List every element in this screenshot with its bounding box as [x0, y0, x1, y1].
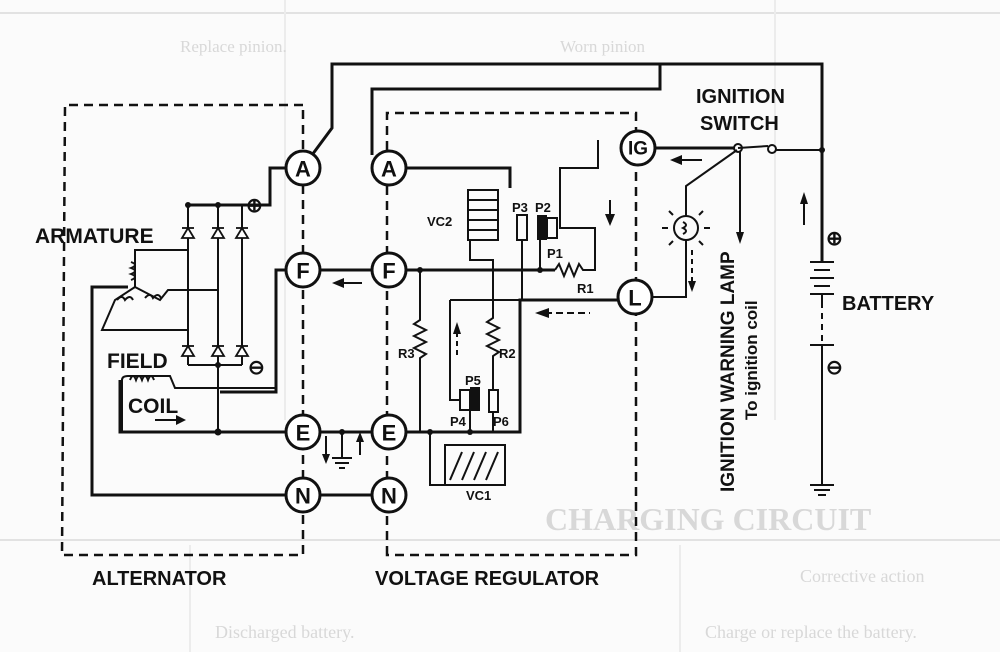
battery-positive-symbol: ⊕	[826, 228, 843, 250]
terminal-ig: IG	[619, 129, 657, 167]
p6-contact-icon	[488, 389, 499, 413]
svg-text:F: F	[382, 259, 395, 284]
svg-text:IG: IG	[628, 139, 648, 160]
ignition-warning-lamp-icon	[662, 204, 710, 246]
battery-label: BATTERY	[842, 293, 935, 315]
regulator-internals	[406, 140, 618, 486]
regulator-enclosure	[385, 111, 638, 557]
terminal-a-alternator: A	[284, 149, 322, 187]
bleed-worn-pinion: Worn pinion	[560, 37, 646, 56]
p1-label: P1	[547, 246, 563, 261]
svg-text:F: F	[296, 259, 309, 284]
terminal-e-regulator: E	[370, 413, 408, 451]
coil-label: COIL	[128, 395, 178, 418]
svg-text:E: E	[296, 421, 311, 446]
bleed-heading: CHARGING CIRCUIT	[545, 501, 871, 537]
terminal-a-regulator: A	[370, 149, 408, 187]
alternator-enclosure	[60, 103, 305, 557]
p5-contact-icon	[470, 387, 480, 411]
svg-text:E: E	[382, 421, 397, 446]
bleed-action: Charge or replace the battery.	[705, 622, 917, 642]
bleed-cause: Discharged battery.	[215, 622, 354, 642]
battery-negative-symbol: ⊖	[826, 357, 843, 379]
p3-contact-icon	[516, 214, 528, 241]
p3-label: P3	[512, 200, 528, 215]
negative-symbol-alternator: ⊖	[248, 357, 265, 379]
battery-icon	[800, 192, 834, 496]
vc1-coil-icon	[444, 444, 506, 486]
p5-label: P5	[465, 373, 481, 388]
armature-label: ARMATURE	[35, 225, 154, 248]
vc2-coil-icon	[467, 189, 499, 241]
p2-label: P2	[535, 200, 551, 215]
p2-contact-icon	[537, 215, 547, 240]
p6-label: P6	[493, 414, 509, 429]
current-flow-arrows	[332, 155, 744, 355]
terminal-e-alternator: E	[284, 413, 322, 451]
voltage-regulator-label: VOLTAGE REGULATOR	[375, 568, 600, 590]
ignition-switch-label-1: IGNITION	[696, 86, 785, 108]
ignition-warning-lamp-label: IGNITION WARNING LAMP	[718, 251, 739, 492]
svg-text:A: A	[295, 157, 311, 182]
field-label: FIELD	[107, 350, 168, 373]
ground-icon	[322, 429, 364, 469]
r2-label: R2	[499, 346, 516, 361]
svg-text:L: L	[628, 286, 641, 311]
to-ignition-coil-label: To ignition coil	[742, 300, 761, 420]
bleed-replace-pinion: Replace pinion.	[180, 37, 287, 56]
p4-label: P4	[450, 414, 467, 429]
terminal-n-alternator: N	[284, 476, 322, 514]
r1-label: R1	[577, 281, 594, 296]
svg-text:N: N	[295, 484, 311, 509]
svg-text:A: A	[381, 157, 397, 182]
terminal-f-regulator: F	[370, 251, 408, 289]
ignition-switch-label-2: SWITCH	[700, 113, 779, 135]
terminal-f-alternator: F	[284, 251, 322, 289]
armature-winding-icon	[100, 249, 218, 331]
terminal-l: L	[616, 278, 654, 316]
bleed-col-header: Corrective action	[800, 566, 924, 586]
vc1-label: VC1	[466, 488, 491, 503]
rectifier-bridge	[180, 202, 250, 436]
field-coil-icon	[121, 375, 276, 432]
alternator-label: ALTERNATOR	[92, 568, 227, 590]
svg-text:N: N	[381, 484, 397, 509]
r3-label: R3	[398, 346, 415, 361]
positive-symbol: ⊕	[246, 195, 263, 217]
vc2-label: VC2	[427, 214, 452, 229]
terminal-n-regulator: N	[370, 476, 408, 514]
p4-contact-icon	[459, 389, 471, 411]
